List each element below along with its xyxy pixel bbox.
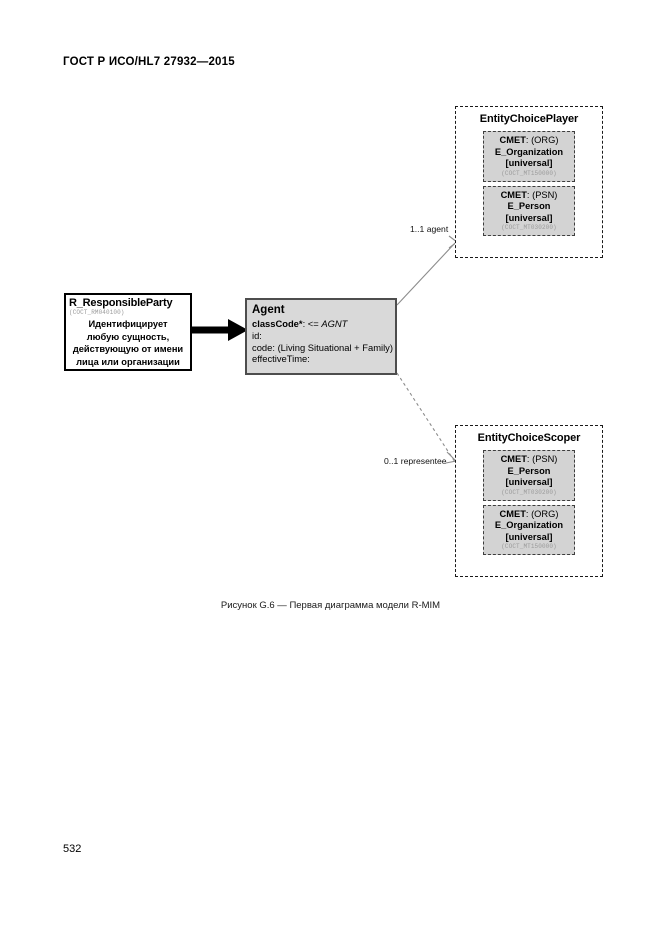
node-entitychoicescoper[interactable]: EntityChoiceScoper CMET: (PSN) E_Person …	[455, 425, 603, 577]
cmet-label-kind: CMET: (ORG)	[484, 509, 574, 521]
cmet-kind: (ORG)	[531, 135, 559, 145]
agent-attribute-classcode: classCode*: <= AGNT	[252, 318, 391, 330]
cmet-colon: :	[525, 135, 532, 145]
cmet-label: CMET	[499, 508, 526, 519]
cmet-code: (COCT_MT150000)	[501, 169, 557, 177]
cmet-label-kind: CMET: (PSN)	[484, 454, 574, 466]
attribute-separator: : <=	[302, 318, 322, 329]
figure-caption: Рисунок G.6 — Первая диаграмма модели R-…	[220, 600, 441, 611]
cmet-code: (COCT_MT030200)	[501, 488, 557, 496]
node-r-responsibleparty[interactable]: R_ResponsibleParty (COCT_RM040100) Идент…	[64, 293, 192, 371]
cmet-scope: [universal]	[505, 531, 553, 542]
connector-agent-to-scoper	[396, 372, 458, 464]
connector-agent-to-player	[396, 235, 458, 306]
cmet-kind: (ORG)	[531, 508, 559, 519]
edge-label-agent: 1..1 agent	[410, 224, 449, 234]
cmet-entity: E_Organization	[494, 146, 564, 157]
cmet-code: (COCT_MT150000)	[501, 543, 557, 550]
attribute-separator: :	[259, 329, 262, 341]
cmet-colon: :	[526, 454, 533, 464]
edge-label-representee: 0..1 representee	[384, 456, 447, 466]
description-line: любую сущность,	[86, 331, 170, 342]
page-number: 532	[63, 843, 82, 855]
attribute-separator: :	[307, 353, 310, 365]
cmet-label: CMET	[499, 135, 526, 145]
cmet-entity: E_Person	[507, 465, 551, 476]
cmet-kind: (PSN)	[532, 189, 558, 200]
cmet-organization-scoper[interactable]: CMET: (ORG) E_Organization [universal] (…	[483, 504, 575, 555]
cmet-organization-player[interactable]: CMET: (ORG) E_Organization [universal] (…	[483, 131, 575, 182]
cmet-scope: [universal]	[505, 477, 553, 487]
description-line: лица или организации	[76, 356, 180, 367]
cmet-person-scoper[interactable]: CMET: (PSN) E_Person [universal] (COCT_M…	[483, 450, 575, 501]
attribute-star: *	[298, 318, 303, 329]
cmet-label-kind: CMET: (PSN)	[484, 190, 574, 202]
attribute-value: AGNT	[321, 318, 348, 329]
entitychoicescoper-title: EntityChoiceScoper	[477, 432, 581, 444]
agent-attribute-id: id:	[252, 330, 391, 342]
page-header-standard-title: ГОСТ Р ИСО/HL7 27932—2015	[63, 56, 235, 68]
cmet-colon: :	[526, 189, 533, 200]
node-agent[interactable]: Agent classCode*: <= AGNT id: code: (Liv…	[245, 298, 397, 375]
agent-title: Agent	[252, 304, 285, 316]
cmet-entity: E_Person	[507, 201, 551, 211]
cmet-person-player[interactable]: CMET: (PSN) E_Person [universal] (COCT_M…	[483, 185, 575, 236]
agent-attribute-code: code: (Living Situational + Family)	[252, 341, 393, 354]
description-line: Идентифицирует	[88, 319, 168, 329]
cmet-scope: [universal]	[505, 212, 553, 223]
node-entitychoiceplayer[interactable]: EntityChoicePlayer CMET: (ORG) E_Organiz…	[455, 106, 603, 258]
attribute-name: effectiveTime	[252, 353, 308, 365]
attribute-name: id	[252, 329, 260, 341]
cmet-entity: E_Organization	[494, 520, 564, 530]
agent-attribute-effectivetime: effectiveTime:	[252, 353, 391, 365]
r-responsibleparty-title: R_ResponsibleParty	[69, 297, 173, 309]
r-responsibleparty-code: (COCT_RM040100)	[69, 309, 125, 316]
cmet-label-kind: CMET: (ORG)	[484, 135, 574, 147]
r-responsibleparty-description: Идентифицирует любую сущность, действующ…	[69, 318, 187, 368]
cmet-code: (COCT_MT030200)	[501, 224, 557, 231]
attribute-separator: :	[272, 341, 278, 353]
attribute-value: (Living Situational + Family)	[277, 341, 393, 353]
cmet-label: CMET	[500, 189, 527, 200]
cmet-scope: [universal]	[505, 158, 553, 168]
description-line: действующую от имени	[72, 344, 184, 354]
cmet-label: CMET	[500, 454, 527, 464]
cmet-colon: :	[525, 508, 532, 519]
cmet-kind: (PSN)	[532, 454, 558, 464]
attribute-name: classCode	[252, 318, 299, 329]
attribute-name: code	[252, 341, 273, 353]
connector-responsibleparty-to-agent	[192, 319, 248, 341]
entitychoiceplayer-title: EntityChoicePlayer	[479, 113, 579, 125]
